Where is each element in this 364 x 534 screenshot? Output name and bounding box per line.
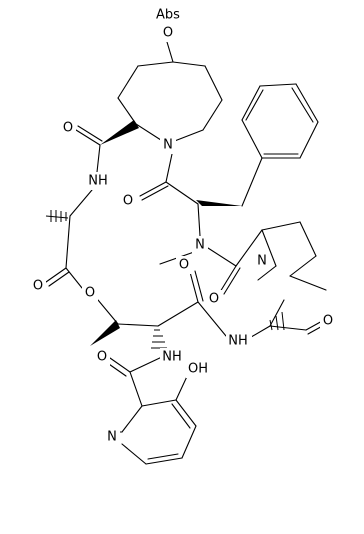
svg-text:OH: OH: [188, 362, 208, 377]
atom-amide-oxygen-label: O: [60, 120, 76, 138]
atom-abs-label: Abs: [148, 6, 188, 24]
atom-pyridine-nitrogen-label: N: [104, 428, 120, 446]
atom-label-layer: Abs O O NH N O O O: [30, 6, 336, 446]
svg-text:NH: NH: [228, 334, 248, 349]
svg-text:O: O: [163, 26, 173, 41]
atom-proline-nitrogen-label: N: [254, 252, 270, 270]
atom-picolinamide-oxygen-label: O: [94, 348, 110, 366]
svg-text:Abs: Abs: [156, 8, 180, 23]
svg-text:O: O: [123, 194, 133, 209]
atom-alanine-nh-label: NH: [86, 172, 112, 190]
atom-hydroxy-oh-label: OH: [186, 360, 212, 378]
svg-text:O: O: [179, 258, 189, 273]
svg-text:N: N: [257, 254, 267, 269]
svg-text:N: N: [195, 238, 205, 253]
atom-threonine-carbonyl-oxygen-label: O: [176, 256, 192, 274]
svg-text:N: N: [163, 138, 173, 153]
atom-hydroxyl-oxygen-label: O: [160, 24, 176, 42]
atom-proline-carbonyl-oxygen-label: O: [206, 290, 222, 308]
svg-text:O: O: [323, 314, 333, 329]
atom-n-methyl-nitrogen-label: N: [192, 236, 208, 254]
svg-text:O: O: [33, 279, 43, 294]
svg-text:NH: NH: [88, 174, 108, 189]
atom-picolinamide-nh-label: NH: [160, 348, 186, 366]
atom-ester-carbonyl-oxygen-label: O: [30, 278, 46, 296]
atom-right-carbonyl-oxygen-label: O: [320, 312, 336, 330]
atom-threonine-nh-label: NH: [226, 332, 252, 350]
atom-phenylalanine-oxygen-label: O: [120, 192, 136, 210]
bond-layer: [45, 41, 327, 465]
svg-text:O: O: [97, 350, 107, 365]
svg-text:O: O: [85, 286, 95, 301]
svg-text:NH: NH: [162, 350, 182, 365]
atom-ester-oxygen-label: O: [82, 284, 98, 302]
svg-text:O: O: [209, 292, 219, 307]
svg-text:O: O: [63, 121, 73, 136]
atom-piperidine-nitrogen-label: N: [160, 136, 176, 154]
svg-text:N: N: [107, 430, 117, 445]
